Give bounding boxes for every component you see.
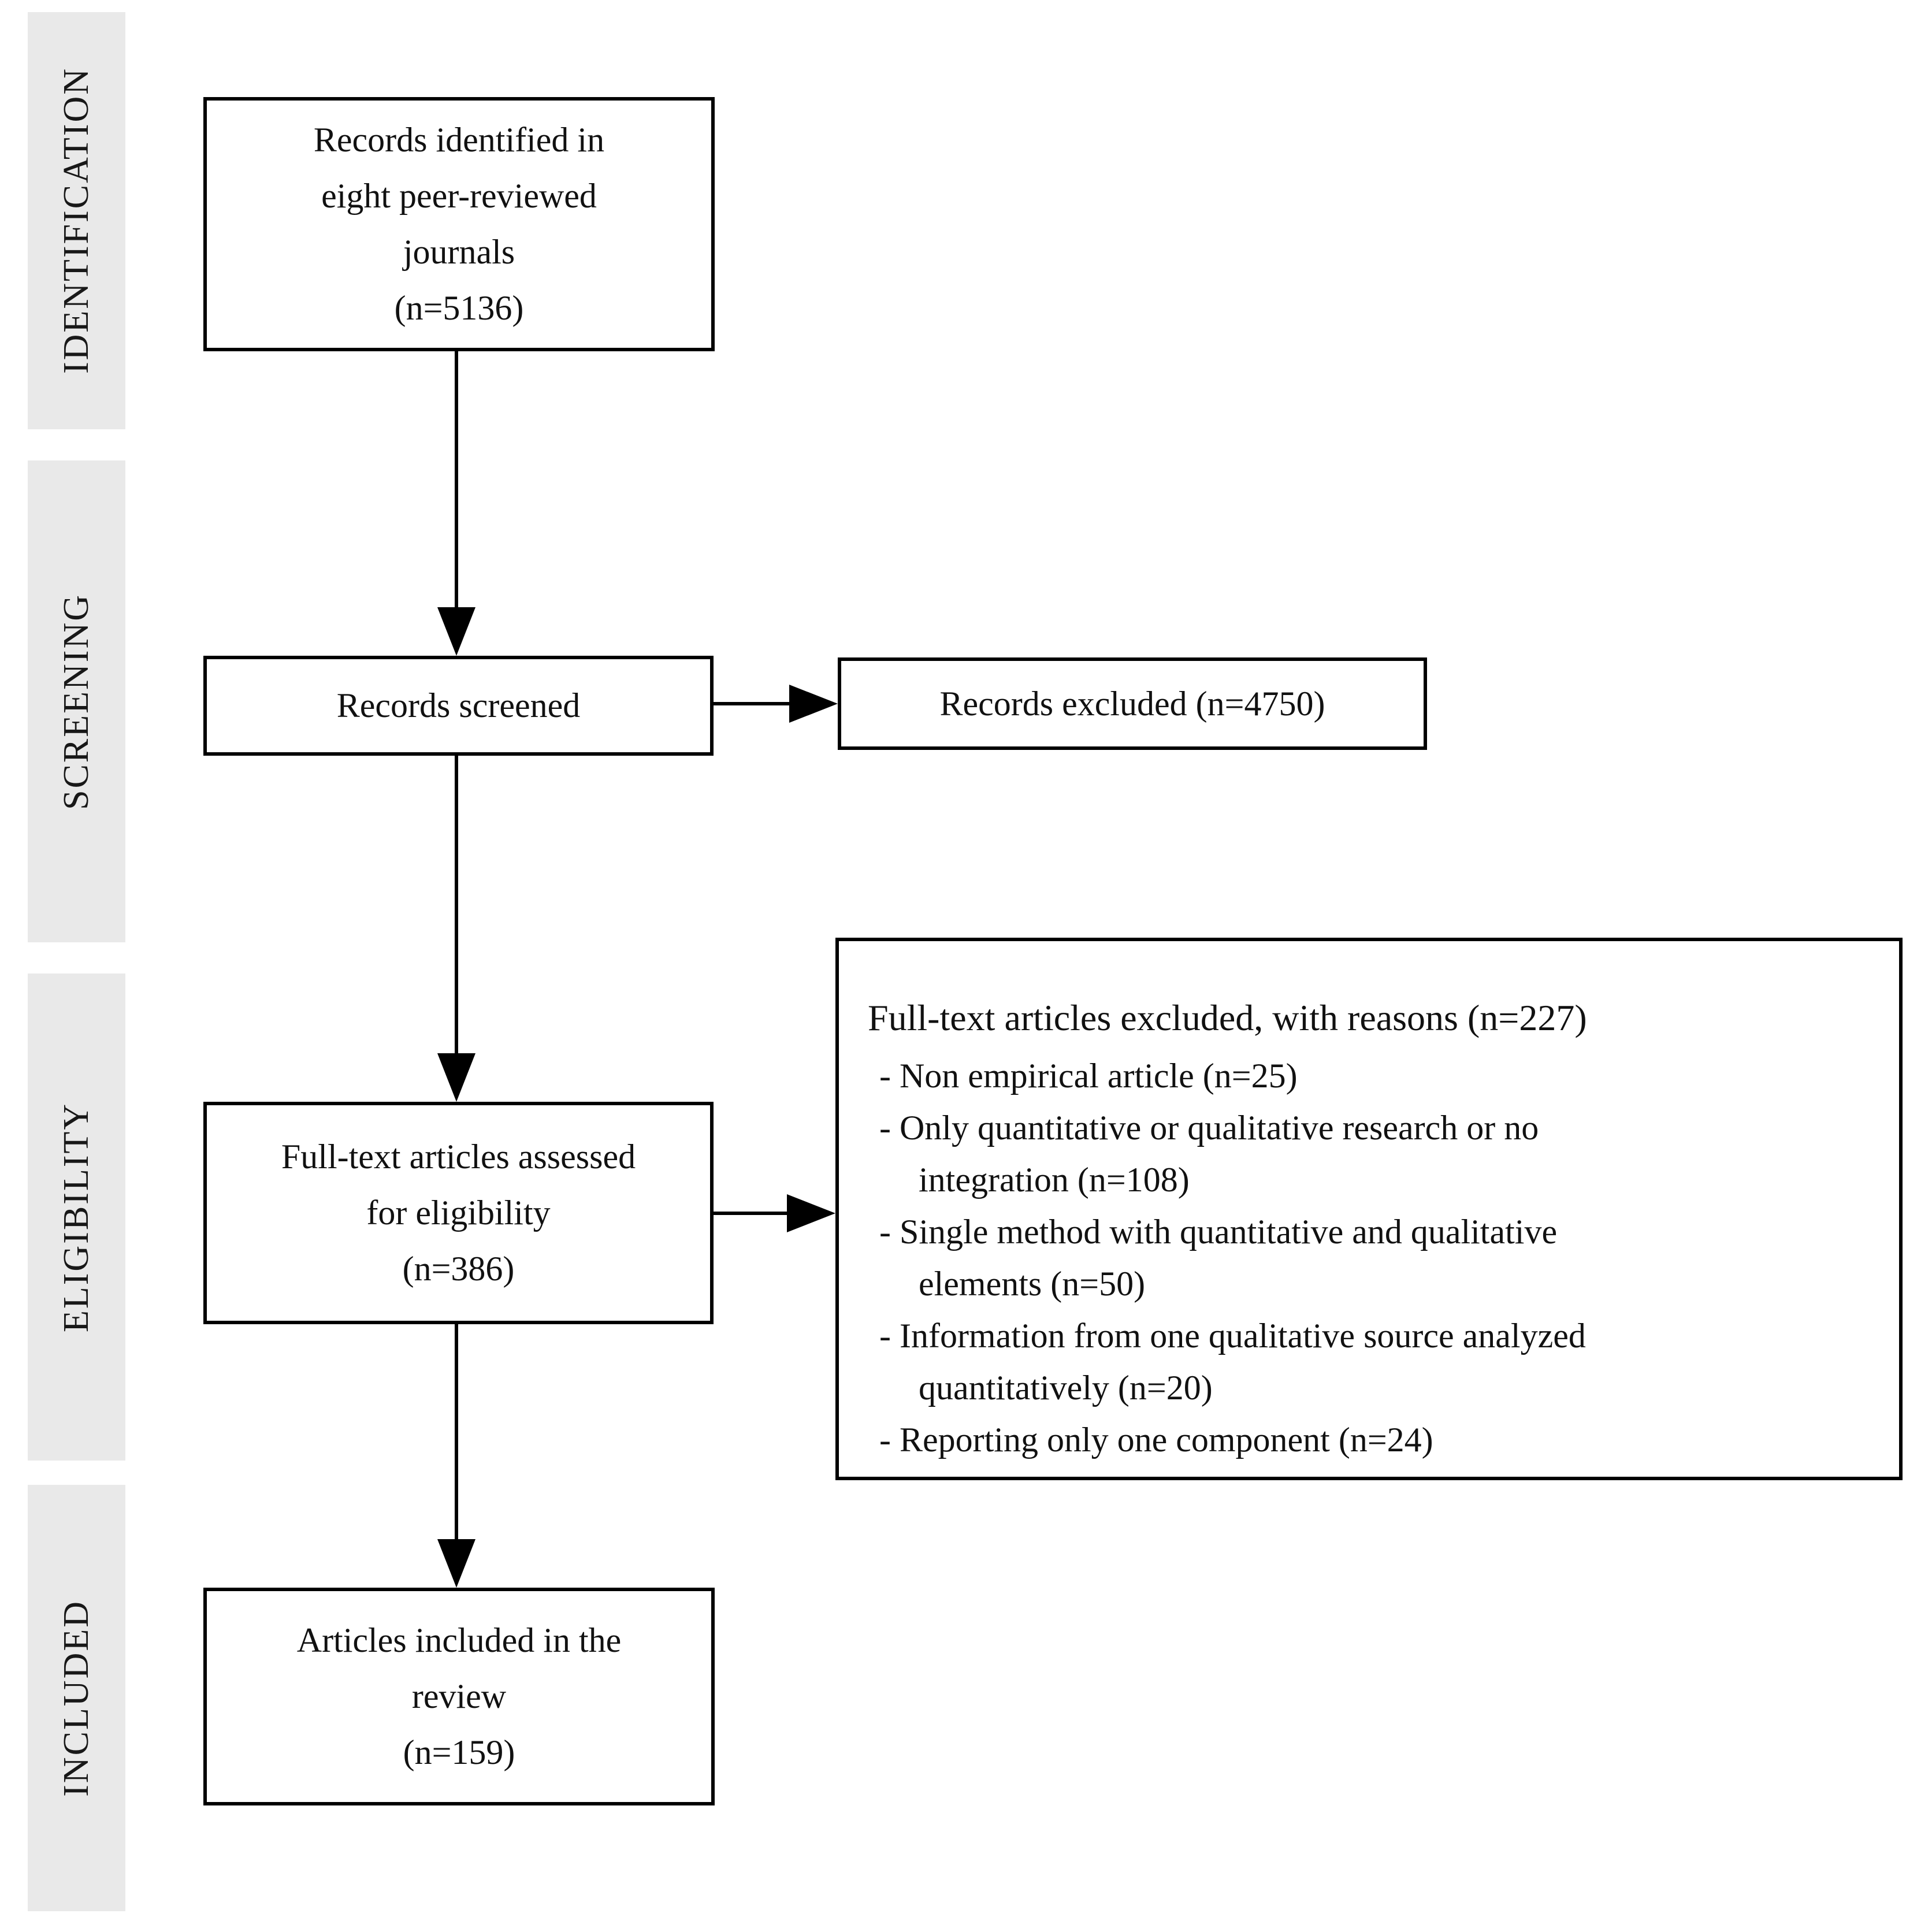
box-line: Records excluded (n=4750): [939, 684, 1325, 723]
box-line: (n=5136): [394, 289, 524, 327]
excluded-reasons-title: Full-text articles excluded, with reason…: [868, 997, 1587, 1038]
box-line: Articles included in the: [296, 1621, 622, 1659]
stage-band-eligibility: ELIGIBILITY: [28, 974, 125, 1461]
arrowhead-right-icon: [787, 1194, 835, 1232]
box-line: eight peer-reviewed: [321, 177, 597, 215]
excluded-reason-line: quantitatively (n=20): [919, 1369, 1213, 1407]
excluded-reason-line: - Single method with quantitative and qu…: [879, 1213, 1558, 1251]
arrowhead-down-icon: [437, 1539, 475, 1588]
excluded-reason-line: integration (n=108): [919, 1161, 1190, 1199]
stage-band-screening: SCREENING: [28, 460, 125, 942]
excluded-reason-line: - Information from one qualitative sourc…: [879, 1317, 1586, 1355]
arrowhead-down-icon: [437, 1053, 475, 1102]
box-line: Full-text articles assessed: [281, 1138, 636, 1176]
excluded-reason-line: - Non empirical article (n=25): [879, 1057, 1298, 1095]
stage-band-included: INCLUDED: [28, 1485, 125, 1911]
box-line: (n=159): [403, 1733, 515, 1771]
arrowhead-down-icon: [437, 607, 475, 656]
box-records-screened: Records screened: [203, 656, 714, 756]
arrowhead-right-icon: [789, 685, 838, 723]
stage-label-screening: SCREENING: [57, 593, 96, 810]
excluded-reason-line: - Only quantitative or qualitative resea…: [879, 1109, 1539, 1147]
arrow-line: [711, 1212, 788, 1215]
excluded-reason-line: elements (n=50): [919, 1265, 1146, 1303]
box-fulltext-assessed: Full-text articles assessed for eligibil…: [203, 1102, 714, 1324]
box-line: Records screened: [336, 686, 581, 724]
arrow-line: [711, 702, 790, 705]
box-line: Records identified in: [313, 121, 605, 159]
stage-label-eligibility: ELIGIBILITY: [57, 1102, 96, 1332]
box-records-identified: Records identified in eight peer-reviewe…: [203, 97, 715, 351]
arrow-line: [455, 1322, 458, 1540]
box-line: review: [411, 1677, 507, 1715]
box-line: (n=386): [402, 1250, 515, 1288]
stage-label-identification: IDENTIFICATION: [57, 67, 96, 374]
arrow-line: [455, 753, 458, 1054]
box-line: for eligibility: [366, 1194, 551, 1232]
stage-band-identification: IDENTIFICATION: [28, 12, 125, 429]
box-line: journals: [403, 233, 515, 271]
box-articles-included: Articles included in the review (n=159): [203, 1588, 715, 1805]
box-fulltext-excluded-reasons: Full-text articles excluded, with reason…: [835, 938, 1903, 1480]
arrow-line: [455, 349, 458, 608]
stage-label-included: INCLUDED: [57, 1599, 96, 1797]
box-records-excluded: Records excluded (n=4750): [838, 657, 1427, 750]
excluded-reason-line: - Reporting only one component (n=24): [879, 1421, 1433, 1459]
